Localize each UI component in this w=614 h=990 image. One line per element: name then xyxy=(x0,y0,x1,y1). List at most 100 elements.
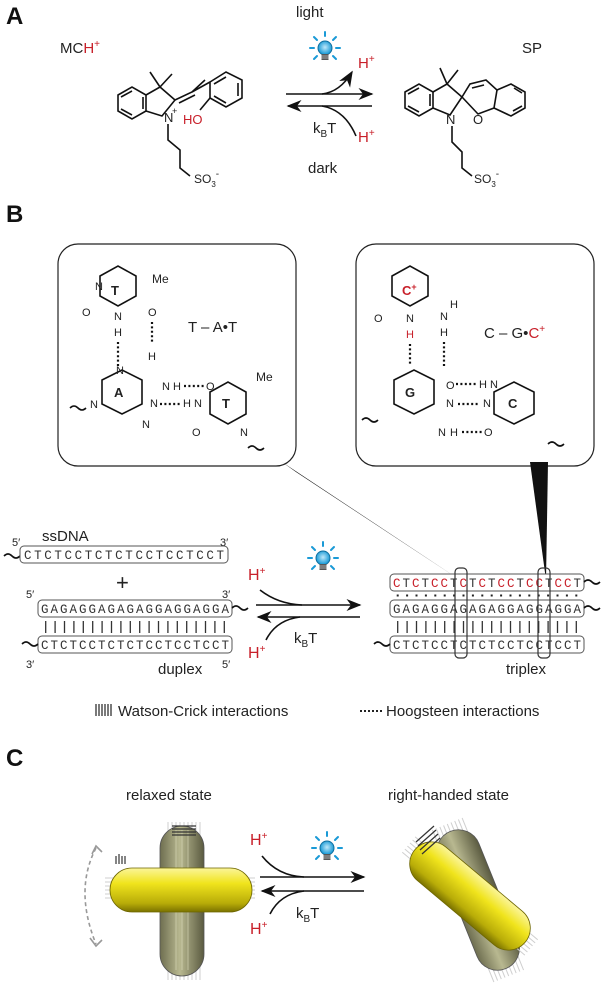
svg-text:O: O xyxy=(82,307,91,319)
duplex-watson-crick-ticks xyxy=(45,621,225,633)
cgc-structure: C+ O N H N H H G O H N N N C N H O xyxy=(361,265,565,447)
right-handed-state-label: right-handed state xyxy=(388,787,509,804)
svg-text:O: O xyxy=(206,381,215,393)
svg-text:H: H xyxy=(148,351,156,363)
kbt-label-c: kBT xyxy=(296,905,319,925)
svg-text:O: O xyxy=(484,427,493,439)
proton-in-b: H+ xyxy=(248,644,266,662)
svg-text:N: N xyxy=(116,365,124,377)
relaxed-state-rods xyxy=(84,822,255,980)
hoogsteen-dot xyxy=(471,594,474,597)
svg-text:N: N xyxy=(440,311,448,323)
hoogsteen-dot xyxy=(565,594,568,597)
equilibrium-arrows-c xyxy=(260,855,366,915)
light-bulb-icon xyxy=(309,31,341,61)
hoogsteen-dot xyxy=(462,594,465,597)
hoogsteen-dot xyxy=(509,594,512,597)
svg-text:H: H xyxy=(173,381,181,393)
cgc-label: C – G•C+ xyxy=(484,324,545,342)
svg-text:N: N xyxy=(483,398,491,410)
svg-text:N: N xyxy=(490,379,498,391)
sp-label: SP xyxy=(522,40,542,57)
light-bulb-icon-b xyxy=(307,541,339,571)
svg-text:3′: 3′ xyxy=(220,537,228,549)
mch-sulfonate: SO3- xyxy=(194,169,219,189)
svg-text:A: A xyxy=(114,385,124,400)
equilibrium-arrows-a xyxy=(286,70,374,137)
svg-text:H: H xyxy=(450,427,458,439)
hoogsteen-dot xyxy=(415,594,418,597)
tat-label: T – A•T xyxy=(188,319,237,336)
hoogsteen-dot xyxy=(443,594,446,597)
svg-text:N: N xyxy=(240,427,248,439)
svg-text:G: G xyxy=(405,385,415,400)
proton-in-c: H+ xyxy=(250,920,268,938)
svg-text:H: H xyxy=(183,398,191,410)
svg-text:Me: Me xyxy=(152,272,169,286)
legend-wc-swatch xyxy=(95,704,112,716)
plus-sign: + xyxy=(116,570,129,595)
proton-in: H+ xyxy=(358,128,375,146)
callout-wedge-left xyxy=(282,462,460,580)
svg-text:O: O xyxy=(374,313,383,325)
svg-text:N: N xyxy=(406,313,414,325)
mch-label: MCH+ xyxy=(60,39,100,57)
svg-text:N: N xyxy=(164,110,173,125)
hoogsteen-dot xyxy=(575,594,578,597)
ssdna-label: ssDNA xyxy=(42,528,89,545)
svg-text:N: N xyxy=(90,399,98,411)
hoogsteen-dot xyxy=(424,594,427,597)
panel-b-label: B xyxy=(6,201,23,228)
light-label: light xyxy=(296,4,324,21)
svg-text:O: O xyxy=(473,112,483,127)
equilibrium-arrows-b xyxy=(256,589,362,641)
proton-out-b: H+ xyxy=(248,566,266,584)
svg-text:C: C xyxy=(508,396,518,411)
hoogsteen-dot xyxy=(490,594,493,597)
hoogsteen-dot xyxy=(556,594,559,597)
svg-text:H: H xyxy=(440,327,448,339)
right-handed-state-rods xyxy=(401,817,539,983)
svg-text:T: T xyxy=(222,396,230,411)
kbt-label-b: kBT xyxy=(294,630,317,650)
tat-box xyxy=(57,243,297,467)
svg-text:N: N xyxy=(142,419,150,431)
highlight-cgc-column xyxy=(537,567,551,659)
legend-hoog-swatch xyxy=(360,710,382,712)
hoogsteen-dot xyxy=(547,594,550,597)
svg-text:O: O xyxy=(192,427,201,439)
dark-label: dark xyxy=(308,160,338,177)
svg-text:Me: Me xyxy=(256,370,273,384)
svg-text:H: H xyxy=(114,327,122,339)
svg-text:3′: 3′ xyxy=(222,589,230,601)
svg-text:N: N xyxy=(150,398,158,410)
svg-text:O: O xyxy=(148,307,157,319)
triplex-hoogsteen-dots xyxy=(396,594,578,597)
sp-sulfonate: SO3- xyxy=(474,169,499,189)
tat-structure: T Me N O N H O H N H A N N N N H N O T M… xyxy=(69,265,273,451)
proton-out: H+ xyxy=(358,54,375,72)
light-bulb-icon-c xyxy=(311,831,343,861)
hoogsteen-dot xyxy=(406,594,409,597)
svg-text:3′: 3′ xyxy=(26,659,34,671)
duplex-label: duplex xyxy=(158,661,203,678)
legend-hoog-label: Hoogsteen interactions xyxy=(386,703,539,720)
svg-text:5′: 5′ xyxy=(222,659,230,671)
sp-molecule: SP O N SO3- xyxy=(404,40,542,189)
highlight-tat-column xyxy=(454,567,468,659)
svg-text:H: H xyxy=(479,379,487,391)
duplex-top-strand xyxy=(37,599,233,618)
hoogsteen-dot xyxy=(434,594,437,597)
svg-text:N: N xyxy=(446,112,455,127)
relaxed-state-label: relaxed state xyxy=(126,787,212,804)
hoogsteen-dot xyxy=(481,594,484,597)
ho-label: HO xyxy=(183,112,203,127)
hoogsteen-dot xyxy=(518,594,521,597)
triplex-top-strand xyxy=(389,573,585,592)
svg-text:5′: 5′ xyxy=(12,537,20,549)
svg-text:N: N xyxy=(194,398,202,410)
svg-text:5′: 5′ xyxy=(26,589,34,601)
hoogsteen-dot xyxy=(396,594,399,597)
